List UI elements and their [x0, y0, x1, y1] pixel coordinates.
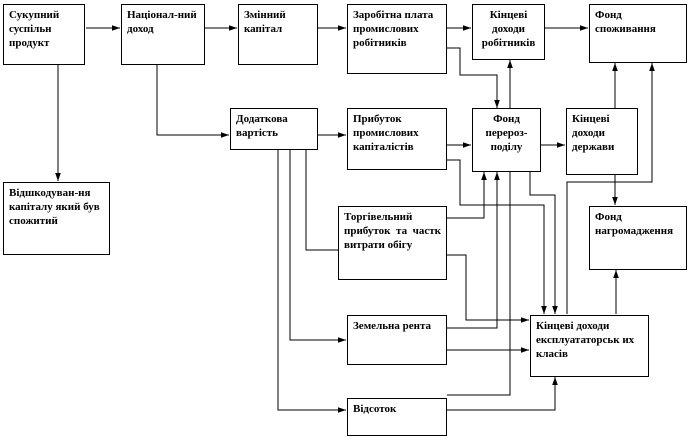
box-land-rent: Земельна рента: [347, 315, 447, 365]
arrow-rent-to-redistribution: [447, 172, 500, 329]
box-exploiters-final-income: Кінцеві доходи експлуататорськ их класів: [530, 315, 649, 377]
box-industrial-profit: Прибуток промислових капіталістів: [347, 108, 447, 170]
arrow-surplus-to-trade: [305, 150, 346, 253]
arrow-profit-to-exploiters: [447, 159, 547, 314]
arrow-national-to-surplus: [156, 65, 229, 138]
box-trade-profit: Торгівельний прибуток та частк витрати о…: [338, 206, 447, 280]
box-surplus-value: Додаткова вартість: [230, 108, 318, 150]
box-variable-capital: Змінний капітал: [238, 4, 318, 65]
arrow-redistribution-to-exploiters: [529, 172, 558, 314]
box-workers-final-income: Кінцеві доходи робітників: [472, 4, 545, 60]
box-accumulation-fund: Фонд нагромадження: [589, 206, 687, 270]
box-total-product: Сукупний суспільн продукт: [3, 4, 85, 65]
box-national-income: Націонал-ний доход: [121, 4, 205, 65]
box-capital-replacement: Відшкодуван-ня капіталу який був спожити…: [3, 182, 110, 255]
arrow-redistribution-to-rent-link: [447, 172, 511, 396]
box-wages: Заробітна плата промислових робітників: [347, 4, 447, 74]
box-state-final-income: Кінцеві доходи держави: [566, 108, 638, 175]
box-interest: Відсоток: [347, 398, 447, 436]
box-redistribution-fund: Фонд перероз-поділу: [472, 108, 541, 172]
arrow-trade-to-exploiters: [447, 254, 529, 323]
arrow-wages-to-redistribution: [447, 47, 500, 108]
box-consumption-fund: Фонд споживання: [589, 4, 687, 63]
arrow-interest-to-exploiters: [447, 377, 558, 411]
arrow-surplus-to-interest: [277, 150, 346, 413]
arrow-trade-to-redistribution: [447, 172, 487, 219]
arrow-exploiters-to-consumption: [566, 63, 655, 314]
arrow-surplus-to-rent: [289, 150, 346, 343]
